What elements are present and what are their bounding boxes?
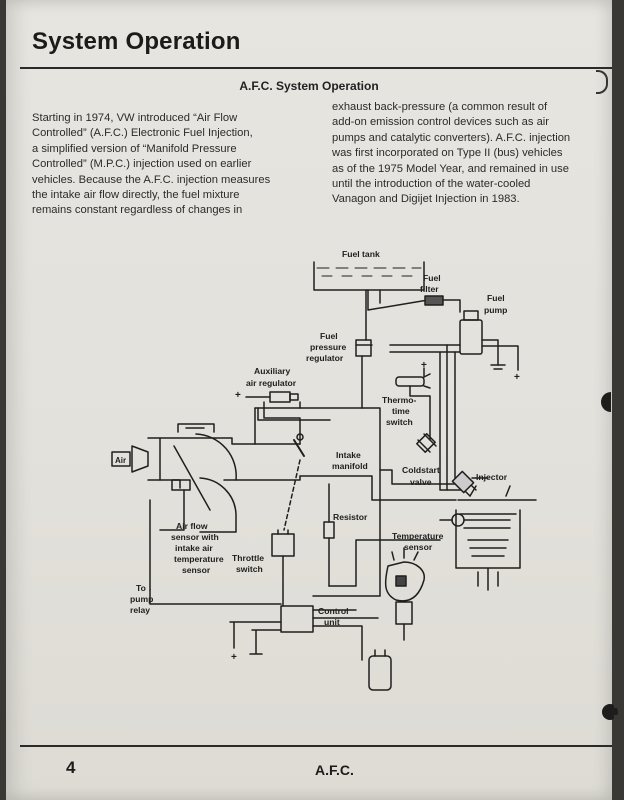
binder-ring-icon xyxy=(596,70,608,94)
text-line: pumps and catalytic converters). A.F.C. … xyxy=(332,131,571,144)
plus-sign: + xyxy=(514,372,520,383)
auxiliary-air-regulator-label-1: Auxiliary xyxy=(254,366,291,376)
page-number: 4 xyxy=(66,758,76,777)
fuel-line xyxy=(367,289,461,313)
header-rule xyxy=(20,67,612,69)
text-line: a simplified version of “Manifold Pressu… xyxy=(32,142,237,155)
air-flow-sensor-icon xyxy=(149,423,237,591)
to-pump-relay-label-1: To xyxy=(136,583,146,593)
ignition-coil-icon xyxy=(368,655,392,691)
resistor-icon xyxy=(323,521,335,539)
body-column-right: exhaust back-pressure (a common result o… xyxy=(332,100,604,208)
thermo-time-switch-label-2: time xyxy=(392,406,410,416)
throttle-switch-label-2: switch xyxy=(236,564,263,574)
injector-label: Injector xyxy=(476,472,508,482)
spiral-binding xyxy=(614,0,624,800)
fuel-pump-icon xyxy=(459,310,519,371)
text-line: Controlled” (A.F.C.) Electronic Fuel Inj… xyxy=(32,127,253,140)
auxiliary-air-regulator-icon xyxy=(245,391,331,421)
injector-icon xyxy=(451,470,489,497)
distributor-icon xyxy=(384,547,425,641)
air-flow-sensor-label-5: sensor xyxy=(182,565,211,575)
footer-label: A.F.C. xyxy=(315,762,354,778)
control-unit-label-1: Control xyxy=(318,606,349,616)
air-flow-sensor-label-4: temperature xyxy=(174,554,224,564)
air-label: Air xyxy=(115,456,126,465)
coldstart-valve-label-2: valve xyxy=(410,477,432,487)
intake-manifold-label-2: manifold xyxy=(332,461,368,471)
text-line: remains constant regardless of changes i… xyxy=(32,204,243,217)
control-unit-icon xyxy=(280,605,314,633)
coldstart-valve-label-1: Coldstart xyxy=(402,465,440,475)
to-pump-relay-label-2: pump xyxy=(130,594,153,604)
body-column-left: Starting in 1974, VW introduced “Air Flo… xyxy=(32,111,304,219)
to-pump-relay-label-3: relay xyxy=(130,605,150,615)
resistor-label: Resistor xyxy=(333,512,368,522)
fuel-pressure-regulator-label-2: pressure xyxy=(310,342,347,352)
fuel-filter-label-2: filter xyxy=(420,284,439,294)
fuel-filter-icon xyxy=(424,295,444,306)
fuel-pressure-regulator-label-1: Fuel xyxy=(320,331,338,341)
fuel-pump-label-1: Fuel xyxy=(487,293,505,303)
throttle-switch-label-1: Throttle xyxy=(232,553,264,563)
text-line: Controlled” (M.P.C.) injection used on e… xyxy=(32,158,252,171)
temperature-sensor-label-2: sensor xyxy=(404,542,433,552)
temperature-sensor-label-1: Temperature xyxy=(392,531,444,541)
text-line: the intake air flow directly, the fuel m… xyxy=(32,189,240,202)
engine-cylinder-icon xyxy=(439,485,537,591)
page-title: System Operation xyxy=(32,28,241,55)
text-line: Vanagon and Digijet Injection in 1983. xyxy=(332,193,520,206)
air-flow-sensor-label-2: sensor with xyxy=(171,532,219,542)
fuel-tank-label: Fuel tank xyxy=(342,249,380,259)
section-heading: A.F.C. System Operation xyxy=(239,79,379,93)
thermo-time-switch-icon xyxy=(395,367,431,441)
thermo-time-switch-label-3: switch xyxy=(386,417,413,427)
auxiliary-air-regulator-label-2: air regulator xyxy=(246,378,297,388)
fuel-pump-label-2: pump xyxy=(484,305,507,315)
text-line: add-on emission control devices such as … xyxy=(332,116,550,129)
text-line: until the introduction of the water-cool… xyxy=(332,178,531,191)
fuel-pressure-regulator-label-3: regulator xyxy=(306,353,344,363)
throttle-switch-icon xyxy=(271,529,295,607)
binder-hole-icon xyxy=(601,392,611,412)
fuel-tank-icon xyxy=(313,261,425,291)
fuel-filter-label-1: Fuel xyxy=(423,273,441,283)
intake-manifold-icon xyxy=(254,407,471,501)
air-flow-sensor-label-3: intake air xyxy=(175,543,213,553)
air-intake-icon xyxy=(111,437,301,489)
air-flow-sensor-label-1: Air flow xyxy=(176,521,208,531)
throttle-valve-icon xyxy=(283,433,305,531)
text-line: as of the 1975 Model Year, and remained … xyxy=(332,162,569,175)
control-unit-label-2: unit xyxy=(324,617,340,627)
coldstart-valve-icon xyxy=(416,433,437,453)
plus-sign: + xyxy=(421,360,427,371)
fuel-pressure-regulator-icon xyxy=(355,339,372,357)
text-line: exhaust back-pressure (a common result o… xyxy=(332,101,548,113)
footer-rule xyxy=(20,745,612,747)
plus-sign: + xyxy=(235,390,241,401)
text-line: vehicles. Because the A.F.C. injection m… xyxy=(32,173,271,186)
text-line: Starting in 1974, VW introduced “Air Flo… xyxy=(32,112,238,124)
intake-manifold-label-1: Intake xyxy=(336,450,361,460)
thermo-time-switch-label-1: Thermo- xyxy=(382,395,417,405)
text-line: was first incorporated on Type II (bus) … xyxy=(332,147,563,160)
plus-sign: + xyxy=(231,652,237,663)
manual-page: System Operation A.F.C. System Operation… xyxy=(6,0,618,800)
